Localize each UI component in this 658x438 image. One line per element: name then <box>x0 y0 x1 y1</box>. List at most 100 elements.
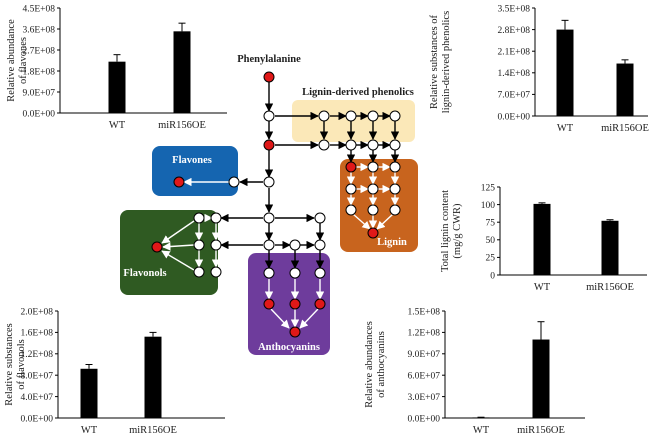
y-tick-label: 3.5E+08 <box>497 4 530 14</box>
pathway-node <box>314 239 326 251</box>
pathway-node <box>345 110 357 122</box>
pathway-white-arrows <box>161 162 400 329</box>
x-tick-label: WT <box>557 123 574 134</box>
pathway-node <box>289 267 301 279</box>
pathway-node <box>193 239 205 251</box>
pathway-node <box>210 239 222 251</box>
flavonols-bar-chart: 0.0E+00 4.0E+07 8.0E+07 1.2E+08 1.6E+08 2.0E+… <box>4 307 225 436</box>
bar <box>616 63 634 116</box>
bar <box>532 339 550 418</box>
pathway-node <box>389 204 401 216</box>
y-axis-label: of anthocyanins <box>376 331 387 398</box>
y-tick-label: 3.6E+08 <box>22 25 55 35</box>
pathway-node <box>314 212 326 224</box>
pathway-node <box>193 266 205 278</box>
y-tick-label: 1.8E+08 <box>22 67 55 77</box>
pathway-node-red <box>345 161 357 173</box>
y-tick-label: 6.0E+07 <box>407 372 440 382</box>
pathway-node <box>367 204 379 216</box>
pathway-node <box>367 161 379 173</box>
y-tick-label: 2.8E+08 <box>497 26 530 36</box>
x-tick-label: WT <box>81 425 98 436</box>
bar <box>533 203 551 275</box>
y-tick-label: 50 <box>486 236 496 246</box>
y-tick-label: 0.0E+00 <box>22 109 55 119</box>
y-axis-label: Total lignin content <box>440 190 451 272</box>
pathway-node <box>389 161 401 173</box>
biosynthesis-pathway-diagram: Phenylalanine Lignin-derived phenolics F… <box>120 54 418 355</box>
y-axis-label: Relative abundance <box>6 19 17 102</box>
y-axis-label: Relative substances of <box>429 15 440 109</box>
pathway-node <box>263 212 275 224</box>
pathway-node <box>367 139 379 151</box>
pathway-node <box>263 267 275 279</box>
pathway-node <box>345 204 357 216</box>
pathway-node <box>228 176 240 188</box>
pathway-node <box>210 266 222 278</box>
pathway-node-red <box>263 298 275 310</box>
x-tick-label: miR156OE <box>158 120 206 131</box>
y-tick-label: 100 <box>481 201 496 211</box>
y-tick-label: 4.0E+07 <box>20 393 53 403</box>
pathway-node <box>193 212 205 224</box>
x-tick-label: miR156OE <box>586 282 634 293</box>
anthocyanins-bar-chart: 0.0E+003.0E+076.0E+079.0E+071.2E+081.5E+… <box>364 307 585 436</box>
x-tick-label: WT <box>473 425 490 436</box>
y-tick-label: 9.0E+07 <box>22 88 55 98</box>
y-tick-label: 1.2E+08 <box>20 350 53 360</box>
y-tick-label: 2.7E+08 <box>22 46 55 56</box>
pathway-node <box>345 139 357 151</box>
anthocyanins-node <box>289 326 301 338</box>
pathway-node <box>289 239 301 251</box>
flavonols-label: Flavonols <box>123 268 166 279</box>
lignin-label: Lignin <box>377 237 407 248</box>
y-tick-label: 2.1E+08 <box>497 48 530 58</box>
pathway-node <box>367 183 379 195</box>
lignin-phenolics-label: Lignin-derived phenolics <box>302 87 414 98</box>
y-tick-label: 1.5E+08 <box>407 307 440 317</box>
y-tick-label: 1.6E+08 <box>20 329 53 339</box>
anthocyanins-label: Anthocyanins <box>258 342 320 353</box>
pathway-node <box>210 212 222 224</box>
flavones-label: Flavones <box>172 155 212 166</box>
y-tick-label: 2.0E+08 <box>20 307 53 317</box>
x-tick-label: WT <box>534 282 551 293</box>
y-tick-label: 8.0E+07 <box>20 372 53 382</box>
flavonols-node <box>151 241 163 253</box>
pathway-node <box>367 110 379 122</box>
pathway-node <box>263 110 275 122</box>
pathway-node <box>389 183 401 195</box>
y-tick-label: 9.0E+07 <box>407 350 440 360</box>
y-tick-label: 25 <box>486 254 496 264</box>
bar <box>472 417 490 419</box>
y-tick-label: 0.0E+00 <box>497 112 530 122</box>
y-axis-label: (mg/g CWR) <box>452 203 463 259</box>
y-axis-label: Relative substances <box>4 323 15 406</box>
pathway-node <box>389 139 401 151</box>
bar <box>173 31 191 113</box>
y-tick-label: 4.5E+08 <box>22 4 55 14</box>
pathway-nodes <box>151 71 401 338</box>
bar <box>108 61 126 113</box>
bar <box>601 220 619 275</box>
y-tick-label: 7.0E+07 <box>497 91 530 101</box>
y-tick-label: 1.2E+08 <box>407 329 440 339</box>
pathway-black-arrows <box>220 82 400 269</box>
flavones-node <box>173 176 185 188</box>
y-tick-label: 125 <box>481 183 496 193</box>
phenylalanine-label: Phenylalanine <box>237 54 301 65</box>
pathway-node-red <box>263 139 275 151</box>
pathway-node-red <box>314 298 326 310</box>
pathway-node <box>263 176 275 188</box>
x-tick-label: WT <box>109 120 126 131</box>
flavones-bar-chart: 0.0E+00 9.0E+07 1.8E+08 2.7E+08 3.6E+08 4.5E+… <box>6 4 227 131</box>
y-axis-label: Relative abundances <box>364 321 375 408</box>
y-tick-label: 0.0E+00 <box>20 414 53 424</box>
pathway-node <box>263 239 275 251</box>
y-tick-label: 75 <box>486 219 496 229</box>
pathway-node <box>314 267 326 279</box>
y-axis-label: of flavones <box>18 37 29 84</box>
x-tick-label: miR156OE <box>601 123 649 134</box>
